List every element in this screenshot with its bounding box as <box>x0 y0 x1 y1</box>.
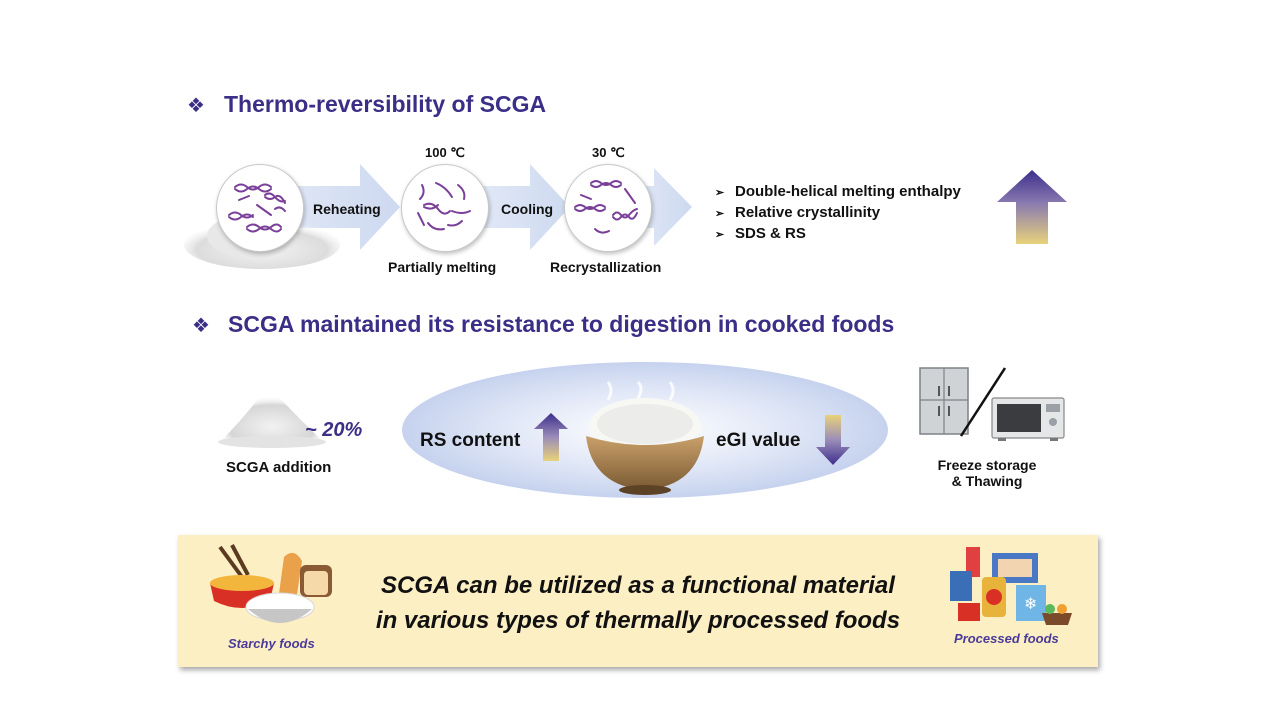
rs-increase-arrow-icon <box>534 413 568 461</box>
scga-powder-image <box>218 390 326 448</box>
double-helix-molecules-icon <box>228 183 286 233</box>
list-arrow-icon: ➢ <box>715 229 725 241</box>
conclusion-banner: Starchy foods SCGA can be utilized as a … <box>178 535 1098 667</box>
egi-decrease-arrow-icon <box>816 415 850 465</box>
recrystallized-molecules-icon <box>574 180 638 234</box>
property-item: ➢SDS & RS <box>715 224 961 245</box>
storage-caption-line2: & Thawing <box>951 473 1023 489</box>
addition-amount: ~ 20% <box>305 419 363 441</box>
partially-melted-state-circle <box>401 164 489 252</box>
storage-caption-line1: Freeze storage <box>937 457 1037 473</box>
divider-slash <box>959 367 1007 437</box>
conclusion-line2: in various types of thermally processed … <box>375 607 901 634</box>
bullet-icon: ❖ <box>187 95 205 117</box>
conclusion-line1: SCGA can be utilized as a functional mat… <box>381 572 895 599</box>
cooling-label: Cooling <box>501 201 554 217</box>
section-title-digestion: SCGA maintained its resistance to digest… <box>228 311 895 337</box>
egi-value-label: eGI value <box>716 430 801 451</box>
reheating-label: Reheating <box>313 201 381 217</box>
melted-molecules-icon <box>417 182 471 231</box>
storage-caption: Freeze storage & Thawing <box>931 457 1043 489</box>
property-item: ➢Double-helical melting enthalpy <box>715 182 961 203</box>
rice-bowl-image <box>586 380 704 495</box>
increase-arrow-icon <box>997 170 1067 244</box>
section-title-thermo: Thermo-reversibility of SCGA <box>224 91 547 117</box>
bullet-icon: ❖ <box>192 315 210 337</box>
svg-text:❄: ❄ <box>1024 594 1037 613</box>
microwave-image <box>991 397 1065 441</box>
property-list: ➢Double-helical melting enthalpy ➢Relati… <box>715 182 961 245</box>
recrystallization-caption: Recrystallization <box>550 259 662 275</box>
partially-melting-caption: Partially melting <box>388 259 497 275</box>
list-arrow-icon: ➢ <box>715 187 725 199</box>
crystalline-state-circle <box>216 164 304 252</box>
temperature-low-label: 30 ℃ <box>592 145 625 160</box>
processed-foods-caption: Processed foods <box>954 631 1059 646</box>
temperature-high-label: 100 ℃ <box>425 145 465 160</box>
starchy-foods-caption: Starchy foods <box>228 636 315 651</box>
rs-content-label: RS content <box>420 430 521 451</box>
processed-foods-icon: ❄ <box>950 547 1072 625</box>
scga-addition-caption: SCGA addition <box>226 459 332 476</box>
starchy-foods-icon <box>210 544 332 623</box>
property-item: ➢Relative crystallinity <box>715 203 961 224</box>
recrystallized-state-circle <box>564 164 652 252</box>
list-arrow-icon: ➢ <box>715 208 725 220</box>
refrigerator-image <box>919 367 969 435</box>
